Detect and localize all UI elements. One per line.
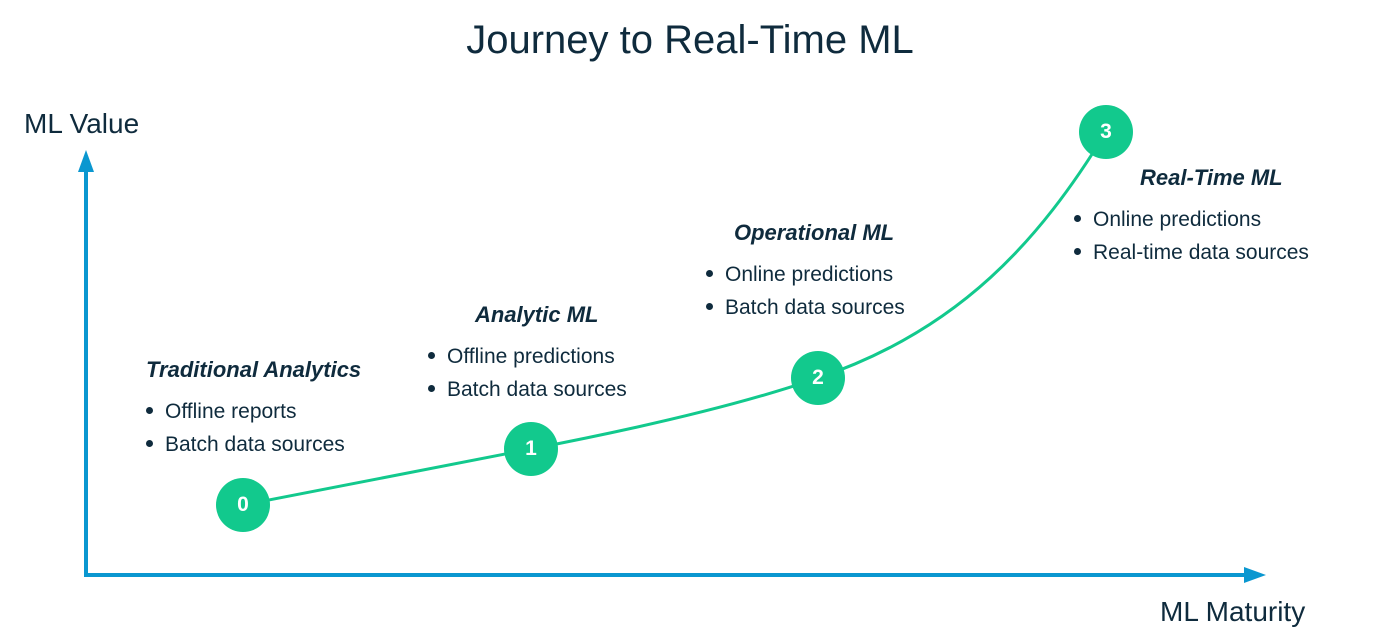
stage-item: Online predictions	[1074, 203, 1309, 236]
y-axis-label: ML Value	[24, 108, 140, 139]
stage-title: Traditional Analytics	[146, 357, 362, 382]
stage-item: Batch data sources	[706, 291, 905, 324]
x-axis-label: ML Maturity	[1160, 596, 1306, 627]
diagram-title: Journey to Real-Time ML	[466, 18, 914, 62]
x-axis-arrow-icon	[1244, 567, 1266, 583]
bullet-icon	[146, 406, 153, 414]
stage-node-1: 1	[504, 422, 558, 476]
bullet-icon	[706, 269, 713, 277]
stage-item: Offline predictions	[428, 340, 627, 373]
stage-item: Batch data sources	[146, 428, 361, 461]
stage-item: Batch data sources	[428, 373, 627, 406]
bullet-icon	[1074, 214, 1081, 222]
stage-node-0: 0	[216, 478, 270, 532]
stage-operational-ml: Operational ML Online predictions Batch …	[706, 220, 905, 324]
stage-title: Real-Time ML	[1140, 165, 1283, 190]
stage-item: Online predictions	[706, 258, 905, 291]
bullet-icon	[706, 302, 713, 310]
bullet-icon	[1074, 247, 1081, 255]
stage-title: Analytic ML	[475, 302, 599, 327]
stage-real-time-ml: Real-Time ML Online predictions Real-tim…	[1074, 165, 1309, 269]
stage-node-3: 3	[1079, 105, 1133, 159]
stage-node-2: 2	[791, 351, 845, 405]
bullet-icon	[146, 439, 153, 447]
stage-item: Offline reports	[146, 395, 361, 428]
bullet-icon	[428, 351, 435, 359]
stage-item: Real-time data sources	[1074, 236, 1309, 269]
growth-curve	[242, 131, 1108, 507]
stage-analytic-ml: Analytic ML Offline predictions Batch da…	[428, 302, 627, 406]
bullet-icon	[428, 384, 435, 392]
stage-title: Operational ML	[734, 220, 895, 245]
y-axis-arrow-icon	[78, 150, 94, 172]
stage-traditional-analytics: Traditional Analytics Offline reports Ba…	[146, 357, 361, 461]
